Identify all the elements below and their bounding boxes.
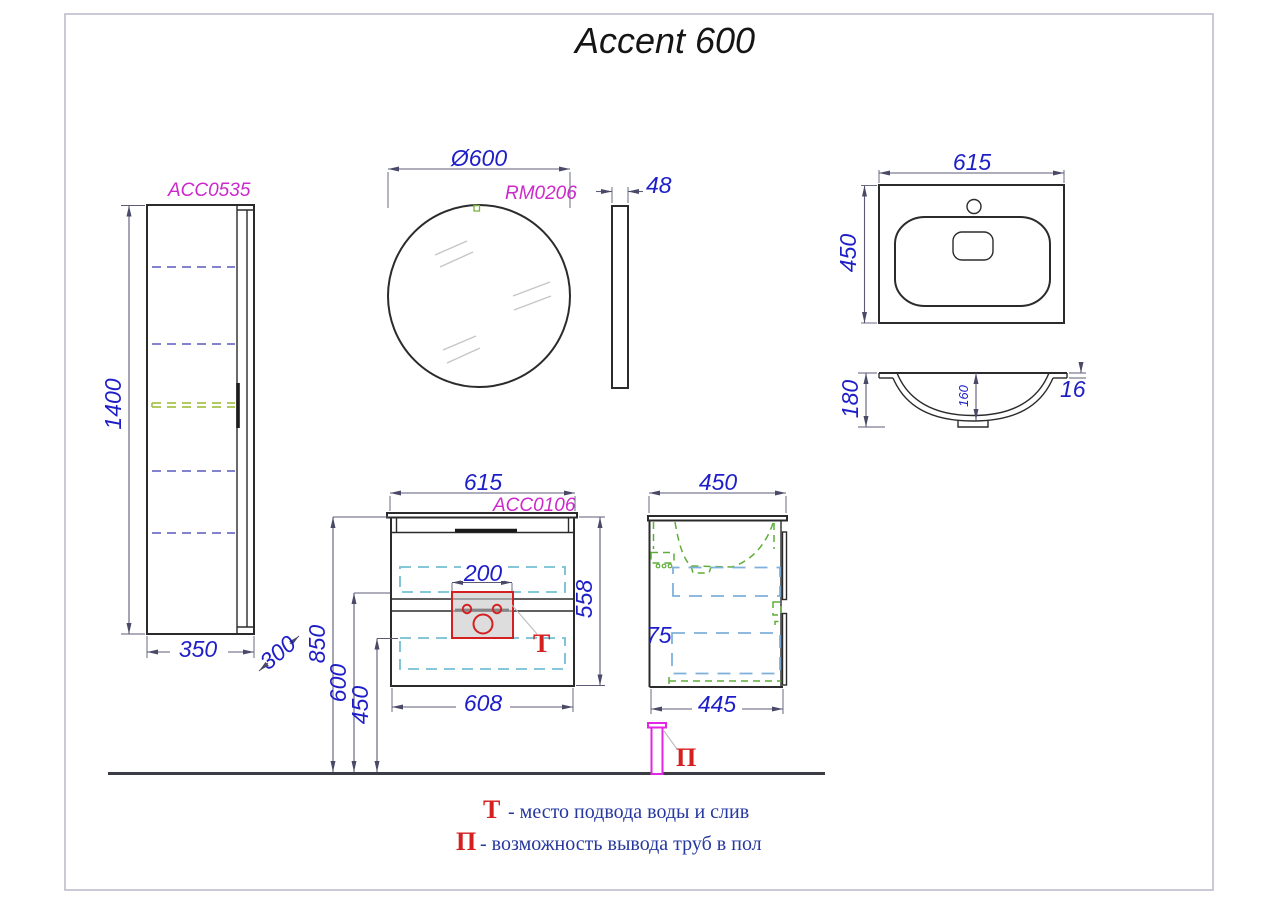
legend-t-symbol: Т — [483, 795, 500, 824]
legend-p-symbol: П — [456, 827, 476, 856]
sink-basin-outline — [894, 216, 1051, 307]
hidden-siphon — [650, 551, 675, 564]
pipe-body — [650, 726, 664, 775]
vanity-body-outline — [390, 516, 575, 687]
legend-p-text: - возможность вывода труб в пол — [480, 833, 762, 855]
mirror-side-outline — [611, 205, 629, 389]
legend-t-text: - место подвода воды и слив — [508, 801, 749, 823]
tall-cabinet-model-label: ACC0535 — [167, 180, 251, 201]
sink-foot-profile — [957, 421, 989, 428]
dim-cabinet-height: 1400 — [100, 378, 126, 429]
water-supply-hole — [461, 603, 473, 615]
dim-side-depth: 450 — [699, 469, 738, 495]
dim-vanity-width: 615 — [464, 469, 503, 495]
dim-sink-rim: 16 — [1060, 376, 1086, 402]
water-point-marker: Т — [533, 629, 550, 658]
sheet-border — [64, 13, 1214, 891]
tall-cabinet-outline — [146, 204, 255, 635]
vanity-model-label: ACC0106 — [492, 495, 576, 516]
vanity-side-view: 75 450 445 — [646, 469, 788, 717]
dim-side-body-depth: 445 — [698, 691, 737, 717]
vanity-side-countertop — [647, 515, 788, 522]
dim-sink-width: 615 — [953, 149, 992, 175]
drain-hole — [472, 613, 494, 635]
mirror-outline — [387, 204, 571, 388]
sink-drain-area — [952, 231, 994, 261]
mirror-side-view: 48 — [596, 172, 672, 389]
lower-drawer-front-edge — [781, 612, 788, 686]
mirror-reflection-marks — [434, 240, 552, 364]
hidden-lower-drawer — [671, 632, 781, 675]
mirror-front-view: RM0206 Ø600 — [387, 145, 577, 388]
sink-section-view: 180 160 16 — [837, 362, 1086, 428]
hidden-sink-bowl — [674, 521, 774, 568]
dim-cutout-width: 200 — [463, 560, 503, 586]
sink-top-view: 615 450 — [835, 149, 1065, 324]
drain-pipe-symbol: П — [647, 722, 696, 775]
faucet-hole — [966, 198, 982, 215]
hidden-upper-drawer — [672, 566, 781, 597]
mirror-hanger-mark — [473, 204, 481, 212]
dim-height-drawer: 450 — [347, 686, 373, 725]
dim-bowl-depth: 160 — [956, 384, 971, 406]
tall-cabinet-view: ACC0535 1400 350 300 — [100, 180, 301, 675]
dim-sink-height: 180 — [837, 380, 863, 419]
legend: Т - место подвода воды и слив П - возмож… — [456, 795, 762, 856]
dim-side-offset: 75 — [646, 622, 672, 648]
dim-mirror-diameter: Ø600 — [450, 145, 507, 171]
dim-height-total: 850 — [304, 625, 330, 664]
sink-bowl-outer-profile — [892, 377, 1054, 422]
sink-bowl-inner-profile — [896, 372, 1050, 417]
dim-vanity-body-width: 608 — [464, 690, 503, 716]
mirror-model-label: RM0206 — [505, 183, 577, 204]
drawing-title: Accent 600 — [573, 20, 755, 61]
water-supply-hole — [491, 603, 503, 615]
dim-sink-depth: 450 — [835, 234, 861, 273]
dim-height-mid: 600 — [325, 664, 351, 703]
floor-pipe-marker: П — [676, 743, 696, 772]
dim-mirror-thickness: 48 — [646, 172, 672, 198]
vanity-front-view: ACC0106 Т 200 615 558 — [304, 469, 605, 772]
upper-drawer-front-edge — [781, 531, 788, 601]
sink-outline — [878, 184, 1065, 324]
dim-cabinet-width: 350 — [179, 636, 218, 662]
dim-vanity-height: 558 — [571, 580, 597, 619]
